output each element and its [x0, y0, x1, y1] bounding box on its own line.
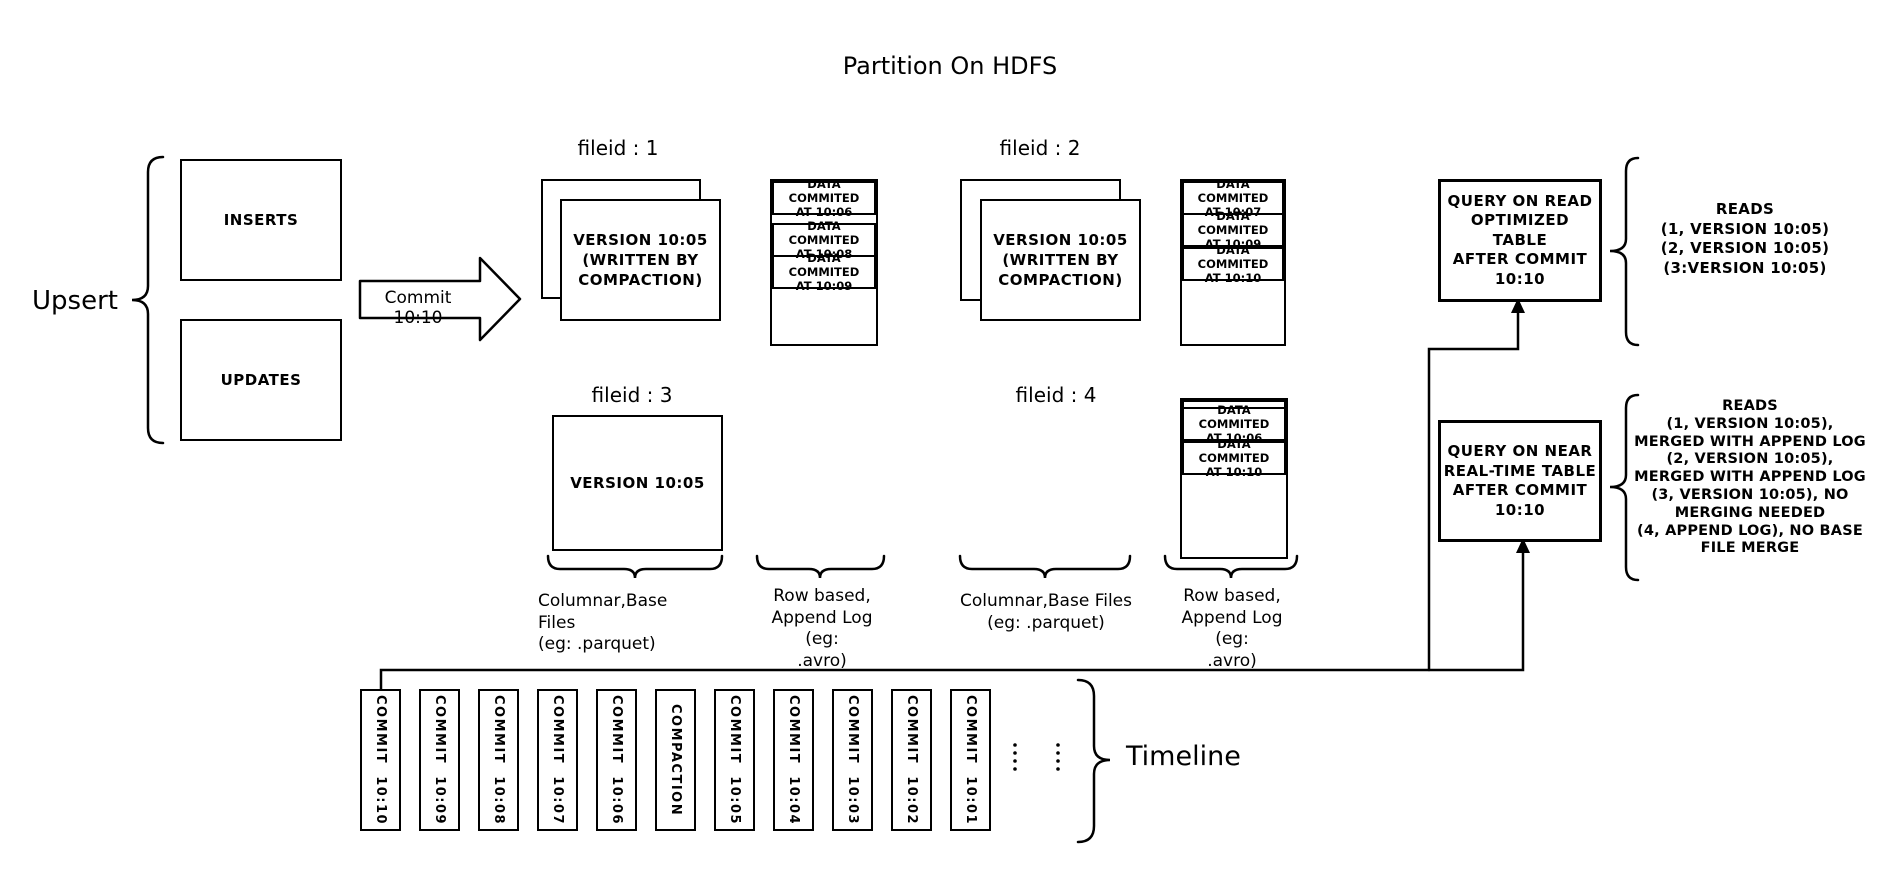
- query-read-optimized-box: QUERY ON READ OPTIMIZED TABLE AFTER COMM…: [1438, 179, 1602, 302]
- timeline-entry-label: COMMIT 10:09: [432, 694, 447, 826]
- upsert-label: Upsert: [32, 286, 118, 316]
- log-entry: DATA COMMITED AT 10:09: [1182, 209, 1284, 251]
- timeline-commit-box: COMMIT 10:01: [950, 689, 991, 831]
- base-file-box-2: VERSION 10:05 (WRITTEN BY COMPACTION): [980, 199, 1141, 321]
- timeline-commit-box: COMMIT 10:03: [832, 689, 873, 831]
- updates-box: UPDATES: [180, 319, 342, 441]
- base-file-text-3: VERSION 10:05: [570, 474, 705, 492]
- label-rowlog-left: Row based, Append Log (eg: .avro): [771, 586, 873, 671]
- reads-near-real-time: READS (1, VERSION 10:05), MERGED WITH AP…: [1634, 398, 1866, 557]
- diagram-title: Partition On HDFS: [842, 52, 1058, 80]
- label-rowlog-right: Row based, Append Log (eg: .avro): [1181, 586, 1283, 671]
- timeline-ellipsis-dots: [1013, 743, 1060, 771]
- label-columnar-left: Columnar,Base Files (eg: .parquet): [538, 591, 668, 654]
- base-file-box-1: VERSION 10:05 (WRITTEN BY COMPACTION): [560, 199, 721, 321]
- timeline-commit-box: COMMIT 10:06: [596, 689, 637, 831]
- log-entry: DATA COMMITED AT 10:10: [1182, 243, 1284, 285]
- log-file-1: DATA COMMITED AT 10:06 DATA COMMITED AT …: [770, 177, 878, 346]
- log-file-4: DATA COMMITED AT 10:06 DATA COMMITED AT …: [1180, 398, 1288, 559]
- brace-rowlog-right: [1163, 554, 1299, 579]
- base-file-text-2: VERSION 10:05 (WRITTEN BY COMPACTION): [993, 231, 1128, 289]
- upsert-brace: [131, 155, 165, 445]
- log-entry: DATA COMMITED AT 10:10: [1182, 437, 1286, 479]
- inserts-box: INSERTS: [180, 159, 342, 281]
- timeline-label: Timeline: [1126, 741, 1241, 772]
- timeline-entry-label: COMMIT 10:02: [904, 694, 919, 826]
- timeline-entry-label: COMMIT 10:03: [845, 694, 860, 826]
- timeline-commit-box: COMMIT 10:09: [419, 689, 460, 831]
- log-entry: DATA COMMITED AT 10:06: [1182, 403, 1286, 445]
- timeline-brace: [1076, 678, 1111, 844]
- timeline-entry-label: COMMIT 10:08: [491, 694, 506, 826]
- timeline-commit-box: COMMIT 10:08: [478, 689, 519, 831]
- timeline-commit-box: COMMIT 10:05: [714, 689, 755, 831]
- base-file-box-3: VERSION 10:05: [552, 415, 723, 551]
- timeline-entry-label: COMMIT 10:10: [373, 694, 388, 826]
- fileid-2-label: fileid : 2: [999, 136, 1081, 160]
- reads-brace-read-optimized: [1609, 156, 1640, 347]
- brace-columnar-right: [958, 554, 1132, 579]
- log-entry: DATA COMMITED AT 10:09: [772, 251, 876, 293]
- arrowhead-near-real-time: [1516, 538, 1530, 553]
- timeline-compaction-box: COMPACTION: [655, 689, 696, 831]
- commit-arrow: [358, 256, 522, 342]
- inserts-label: INSERTS: [223, 211, 299, 229]
- timeline-entry-label: COMMIT 10:01: [963, 694, 978, 826]
- commit-arrow-label: Commit 10:10: [384, 288, 452, 328]
- fileid-1-label: fileid : 1: [577, 136, 659, 160]
- arrowhead-read-optimized: [1511, 298, 1525, 313]
- updates-label: UPDATES: [220, 371, 302, 389]
- brace-rowlog-left: [755, 554, 886, 579]
- brace-columnar-left: [546, 554, 724, 579]
- query-read-optimized-text: QUERY ON READ OPTIMIZED TABLE AFTER COMM…: [1447, 191, 1593, 288]
- query-near-real-time-text: QUERY ON NEAR REAL-TIME TABLE AFTER COMM…: [1443, 442, 1597, 519]
- timeline-commit-box: COMMIT 10:02: [891, 689, 932, 831]
- base-file-text-1: VERSION 10:05 (WRITTEN BY COMPACTION): [573, 231, 708, 289]
- timeline-entry-label: COMMIT 10:04: [786, 694, 801, 826]
- timeline-commit-box: COMMIT 10:10: [360, 689, 401, 831]
- log-file-2: DATA COMMITED AT 10:07 DATA COMMITED AT …: [1180, 177, 1286, 346]
- reads-read-optimized: READS (1, VERSION 10:05) (2, VERSION 10:…: [1660, 200, 1830, 277]
- timeline-to-query-connector: [379, 547, 1525, 692]
- timeline-commit-box: COMMIT 10:04: [773, 689, 814, 831]
- label-columnar-right: Columnar,Base Files (eg: .parquet): [959, 591, 1133, 633]
- timeline-entry-label: COMPACTION: [668, 703, 683, 817]
- timeline-entry-label: COMMIT 10:06: [609, 694, 624, 826]
- log-entry: DATA COMMITED AT 10:06: [772, 177, 876, 219]
- connector-to-read-optimized: [1427, 306, 1520, 672]
- reads-brace-near-real-time: [1609, 393, 1640, 582]
- timeline-entry-label: COMMIT 10:07: [550, 694, 565, 826]
- timeline-entry-label: COMMIT 10:05: [727, 694, 742, 826]
- timeline-commit-box: COMMIT 10:07: [537, 689, 578, 831]
- fileid-3-label: fileid : 3: [591, 383, 673, 407]
- query-near-real-time-box: QUERY ON NEAR REAL-TIME TABLE AFTER COMM…: [1438, 420, 1602, 542]
- log-entry: DATA COMMITED AT 10:07: [1182, 177, 1284, 219]
- fileid-4-label: fileid : 4: [1015, 383, 1097, 407]
